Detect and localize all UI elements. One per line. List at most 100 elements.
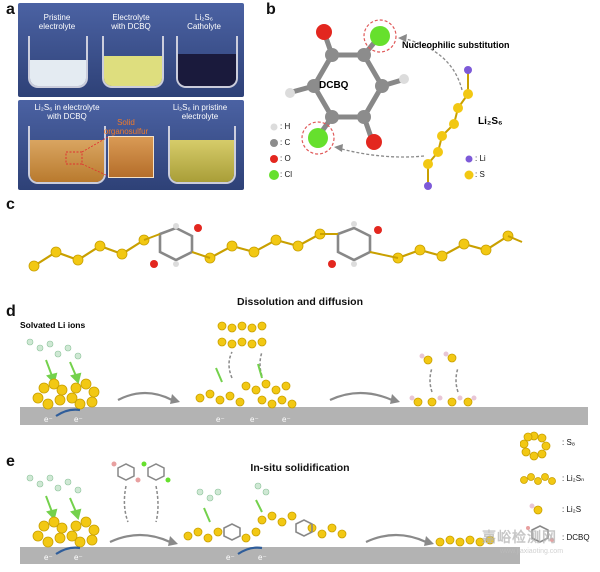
legend-dot-s	[464, 170, 474, 180]
polymer-ring-2	[320, 221, 399, 268]
dcbq-molecule-diagram	[269, 19, 474, 190]
polymer-ring-1	[143, 223, 211, 268]
attack-arrowhead-bottom	[334, 144, 343, 152]
polymer-sulfur-atoms	[28, 228, 514, 272]
target-circle-top	[363, 19, 397, 53]
s8-rings-d-stage1	[32, 378, 100, 410]
atom-c-3	[375, 79, 389, 93]
vial-dcbq	[102, 36, 164, 88]
legend-s: : S	[475, 170, 485, 179]
dcbq-atoms-floating	[111, 461, 171, 483]
panel-e-title: In-situ solidification	[250, 462, 350, 474]
legend-dot-c	[270, 139, 278, 147]
blue-arrow-e	[55, 546, 81, 555]
green-arrows-e	[45, 495, 82, 520]
electron-5: e⁻	[282, 415, 291, 424]
panel-letter-a: a	[6, 1, 15, 18]
dcbq-approach-arrow-1	[123, 485, 129, 523]
electron-2: e⁻	[74, 415, 83, 424]
organosulfur-inset	[108, 136, 154, 178]
callout-line-2	[81, 163, 109, 177]
vial-dcbq-liquid	[104, 56, 162, 86]
legend-dcbq: : DCBQ	[562, 533, 590, 542]
atom-o-bottom	[366, 134, 382, 150]
vial-catholyte-liquid	[178, 54, 236, 86]
transition-arrow-d-2	[329, 391, 393, 402]
legend-de-icons	[520, 431, 556, 543]
attack-arrowhead-top	[398, 34, 407, 42]
electron-e-3: e⁻	[226, 553, 235, 562]
legend-c: : C	[280, 138, 291, 147]
vial-li2s6-pristine	[168, 126, 236, 184]
attack-arrow-bottom	[337, 147, 425, 158]
polymer-tail	[507, 235, 523, 243]
photo-vials-bottom	[18, 100, 244, 190]
li-atoms-d-stage3	[409, 351, 477, 401]
li2s-d-stage3	[413, 353, 473, 407]
transition-arrowhead-e-1	[168, 536, 178, 546]
transition-arrowhead-d-2	[390, 394, 400, 404]
electron-4: e⁻	[250, 415, 259, 424]
legend-li2s: : Li₂S	[562, 505, 582, 514]
chains-d-stage2	[195, 321, 297, 409]
panel-letter-c: c	[6, 196, 15, 213]
panel-letter-b: b	[266, 1, 276, 18]
solvated-li-ions-e2	[196, 482, 270, 502]
atom-cl-bottom	[308, 128, 328, 148]
legend-li2s-icon	[529, 503, 543, 515]
legend-s8: : S₈	[562, 438, 576, 447]
legend-dot-li	[465, 155, 473, 163]
transition-arrowhead-d-1	[170, 394, 180, 404]
atom-c-2	[357, 48, 371, 62]
transition-arrow-d-1	[117, 391, 173, 401]
legend-dot-o	[270, 155, 278, 163]
li2s6-chain	[423, 66, 473, 190]
label-li2s6: Li₂S₆	[478, 116, 503, 127]
electron-e-1: e⁻	[44, 553, 53, 562]
photo-vials-top	[18, 3, 244, 97]
legend-dot-h	[270, 123, 278, 131]
vial-pristine	[28, 36, 88, 88]
legend-li2sn-icon	[520, 473, 556, 485]
panel-d-diagram: e⁻ e⁻ e⁻ e⁻ e⁻	[20, 321, 588, 425]
green-arrows-e-stage2	[203, 499, 263, 523]
green-arrows-d-stage2	[215, 363, 263, 383]
atom-h-right	[399, 74, 409, 84]
target-circle-bottom	[301, 121, 335, 155]
label-solvated-li: Solvated Li ions	[20, 320, 86, 330]
transition-arrowhead-e-2	[424, 536, 434, 546]
vial-li2s6-dcbq-liquid	[30, 140, 104, 182]
vial-pristine-liquid	[30, 60, 86, 86]
electron-1: e⁻	[44, 415, 53, 424]
watermark-url: www.jiaxiaoting.com	[500, 548, 564, 555]
solvated-li-ions-d	[26, 338, 82, 360]
dissolution-arrow-1	[228, 351, 233, 379]
legend-s8-icon	[520, 431, 551, 461]
callout-box	[65, 151, 83, 165]
atom-c-4	[357, 110, 371, 124]
panel-e-diagram: e⁻ e⁻ e⁻ e⁻	[20, 461, 520, 564]
vial-li2s6-pristine-liquid	[170, 140, 234, 182]
blue-arrow-d	[55, 408, 81, 417]
solvated-li-ions-e	[26, 474, 82, 494]
electron-e-4: e⁻	[258, 553, 267, 562]
legend-dcbq-icon	[526, 525, 554, 543]
atom-o-top	[316, 24, 332, 40]
legend-dot-cl	[269, 170, 279, 180]
dissolution-arrow-3	[429, 367, 433, 393]
atom-c-6	[307, 79, 321, 93]
atom-h-left	[285, 88, 295, 98]
legend-li2sn: : Li₂Sₙ	[562, 474, 585, 483]
atom-c-1	[325, 48, 339, 62]
dcbq-molecules-floating	[117, 463, 165, 481]
panel-letter-e: e	[6, 453, 15, 470]
atom-cl-top	[370, 26, 390, 46]
organosulfur-rings-stage2	[223, 519, 313, 541]
blue-arrow-e-2	[237, 546, 263, 555]
atom-c-5	[325, 110, 339, 124]
